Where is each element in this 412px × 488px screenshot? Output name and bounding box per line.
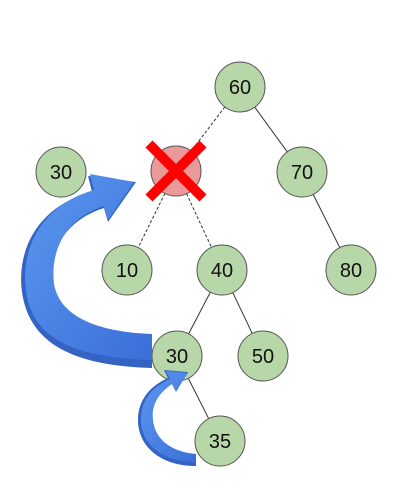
- node-circle: [194, 415, 246, 467]
- node-label: 80: [340, 260, 362, 282]
- node-circle: [214, 61, 266, 113]
- node-n40: 40: [196, 244, 248, 296]
- nodes: 60 70 80 10 40 30 50 35 30: [35, 61, 377, 467]
- edge-n70-n80: [312, 194, 341, 248]
- node-n30-moved: 30: [35, 146, 87, 198]
- node-circle: [101, 244, 153, 296]
- node-n35: 35: [194, 415, 246, 467]
- node-n70: 70: [276, 146, 328, 198]
- node-circle: [196, 244, 248, 296]
- edges: [137, 106, 341, 419]
- edge-n40-n50: [232, 292, 253, 334]
- edge-n30-n35: [187, 378, 210, 419]
- edge-n60-n70: [254, 106, 288, 153]
- node-n10: 10: [101, 244, 153, 296]
- node-label: 35: [209, 431, 231, 453]
- red-x-cross-icon: [145, 140, 207, 202]
- edge-n40-n30: [188, 291, 211, 335]
- node-label: 30: [166, 346, 188, 368]
- node-label: 60: [229, 77, 251, 99]
- arrow-body: [141, 371, 196, 462]
- node-circle: [276, 146, 328, 198]
- arrow-successor-to-deleted: [21, 174, 152, 368]
- node-label: 70: [291, 162, 313, 184]
- node-circle: [237, 330, 289, 382]
- node-label: 30: [50, 162, 72, 184]
- edge-deleted-n10: [137, 193, 166, 248]
- arrow-child-to-successor: [138, 370, 196, 466]
- node-n60: 60: [214, 61, 266, 113]
- node-n80: 80: [325, 244, 377, 296]
- node-n50: 50: [237, 330, 289, 382]
- edge-deleted-n40: [186, 193, 212, 248]
- node-label: 50: [252, 346, 274, 368]
- cross-stroke: [145, 140, 207, 202]
- node-circle: [35, 146, 87, 198]
- node-label: 40: [211, 260, 233, 282]
- node-circle: [325, 244, 377, 296]
- arrow-body: [25, 174, 152, 360]
- arrows: [21, 174, 196, 466]
- deletion-marker: [145, 140, 207, 202]
- node-label: 10: [116, 260, 138, 282]
